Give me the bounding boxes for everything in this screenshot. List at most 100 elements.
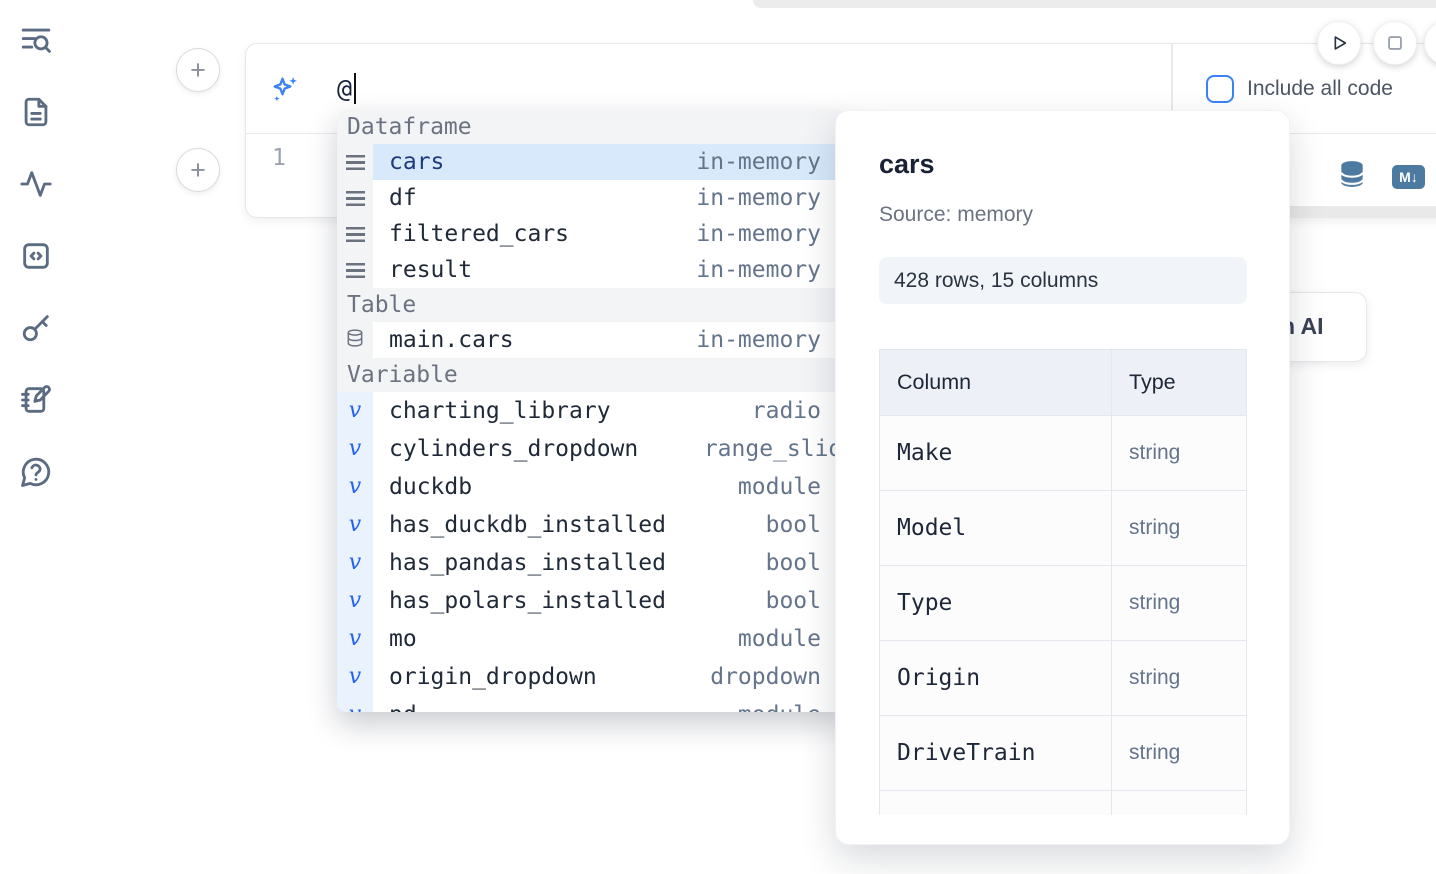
line-number: 1	[272, 145, 286, 171]
completion-item[interactable]: v origin_dropdown dropdown	[337, 658, 848, 696]
add-cell-below-button[interactable]: +	[176, 148, 220, 192]
ai-prompt-input[interactable]: @	[337, 74, 353, 103]
schema-column-type: string	[1111, 415, 1247, 491]
completion-item-name: cylinders_dropdown	[389, 436, 639, 462]
sidebar-button-scratchpad[interactable]	[17, 382, 55, 417]
completion-item[interactable]: v mo module	[337, 620, 848, 658]
completion-item-name: mo	[389, 626, 417, 652]
completion-item[interactable]: v duckdb module	[337, 468, 848, 506]
markdown-icon[interactable]: M↓	[1392, 165, 1425, 189]
play-icon	[1334, 36, 1347, 50]
helper-sidebar	[17, 22, 57, 489]
code-snippets-icon	[23, 242, 49, 269]
schema-column-type: string	[1111, 490, 1247, 566]
variable-icon: v	[348, 436, 362, 461]
schema-column-type: string	[1111, 715, 1247, 791]
sidebar-button-files[interactable]	[17, 94, 55, 129]
activity-icon	[20, 170, 52, 197]
completion-item[interactable]: v pd module	[337, 696, 848, 712]
completion-item-type: dropdown	[710, 664, 821, 690]
completion-item-name: has_pandas_installed	[389, 550, 666, 576]
completion-item-name: has_duckdb_installed	[389, 512, 666, 538]
popup-stats-badge: 428 rows, 15 columns	[879, 257, 1247, 304]
schema-column-type	[1111, 790, 1247, 815]
completion-item-type: in-memory	[696, 221, 821, 247]
variable-icon: v	[348, 664, 362, 689]
sparkles-icon	[273, 76, 297, 101]
completion-section-header: Table	[337, 288, 848, 322]
completion-item[interactable]: cars in-memory	[337, 144, 848, 180]
database-panel-button[interactable]	[1336, 158, 1368, 195]
completion-item-type: in-memory	[696, 257, 821, 283]
variable-icon: v	[348, 474, 362, 499]
schema-column-name: DriveTrain	[879, 715, 1112, 791]
key-icon	[22, 314, 49, 341]
completion-item-name: origin_dropdown	[389, 664, 597, 690]
completion-item[interactable]: v has_polars_installed bool	[337, 582, 848, 620]
completion-item-type: radio	[751, 398, 821, 424]
completion-item-type: in-memory	[696, 185, 821, 211]
previous-cell-edge	[753, 0, 1436, 8]
help-circle-icon	[21, 457, 51, 487]
run-cell-button[interactable]	[1317, 21, 1361, 65]
sidebar-button-help[interactable]	[17, 454, 55, 489]
variable-icon: v	[348, 550, 362, 575]
dataframe-icon	[345, 154, 365, 170]
toc-search-icon	[21, 28, 51, 53]
completion-item-type: range_slider	[703, 436, 848, 462]
schema-column-name: Origin	[879, 640, 1112, 716]
dataframe-icon	[345, 190, 365, 206]
completion-dropdown: Dataframe cars in-memory df in-memory fi…	[337, 110, 848, 712]
code-editor-row[interactable]: 1 M↓	[246, 134, 1436, 216]
completion-item-type: bool	[765, 588, 821, 614]
include-all-code-checkbox[interactable]	[1206, 75, 1234, 103]
completion-item-type: in-memory	[696, 149, 821, 175]
completion-item-name: main.cars	[389, 327, 514, 353]
popup-title: cars	[879, 149, 935, 179]
add-cell-above-button[interactable]: +	[176, 48, 220, 92]
completion-item[interactable]: v has_pandas_installed bool	[337, 544, 848, 582]
completion-item-name: cars	[389, 149, 445, 175]
database-icon	[345, 328, 365, 352]
schema-column-name: Model	[879, 490, 1112, 566]
cell-bottom-strip	[1280, 206, 1436, 218]
sidebar-button-secrets[interactable]	[17, 310, 55, 345]
stop-icon	[1388, 36, 1402, 50]
schema-column-type: string	[1111, 565, 1247, 641]
variable-icon: v	[348, 398, 362, 423]
completion-item-type: bool	[765, 512, 821, 538]
scratchpad-icon	[21, 384, 51, 413]
completion-item[interactable]: main.cars in-memory	[337, 322, 848, 358]
prompt-divider	[1171, 44, 1173, 132]
sidebar-button-table-of-contents[interactable]	[17, 22, 55, 57]
completion-section-header: Variable	[337, 358, 848, 392]
schema-column-type: string	[1111, 640, 1247, 716]
schema-column-name	[879, 790, 1112, 815]
completion-item[interactable]: v has_duckdb_installed bool	[337, 506, 848, 544]
include-all-code-control[interactable]: Include all code	[1206, 75, 1393, 103]
sidebar-button-snippets[interactable]	[17, 238, 55, 273]
document-icon	[24, 97, 48, 126]
completion-item[interactable]: v cylinders_dropdown range_slider	[337, 430, 848, 468]
completion-item-type: module	[737, 626, 821, 652]
completion-item[interactable]: v charting_library radio	[337, 392, 848, 430]
completion-item[interactable]: filtered_cars in-memory	[337, 216, 848, 252]
schema-column-header: Type	[1111, 349, 1247, 416]
completion-item[interactable]: result in-memory	[337, 252, 848, 288]
variable-icon: v	[348, 512, 362, 537]
sidebar-button-dependency-graph[interactable]	[17, 166, 55, 201]
stop-cell-button[interactable]	[1373, 21, 1417, 65]
completion-section-header: Dataframe	[337, 110, 848, 144]
text-cursor	[354, 73, 357, 104]
variable-icon: v	[348, 588, 362, 613]
variable-icon: v	[349, 704, 361, 713]
completion-item[interactable]: df in-memory	[337, 180, 848, 216]
schema-column-name: Make	[879, 415, 1112, 491]
completion-item-name: duckdb	[389, 474, 473, 500]
